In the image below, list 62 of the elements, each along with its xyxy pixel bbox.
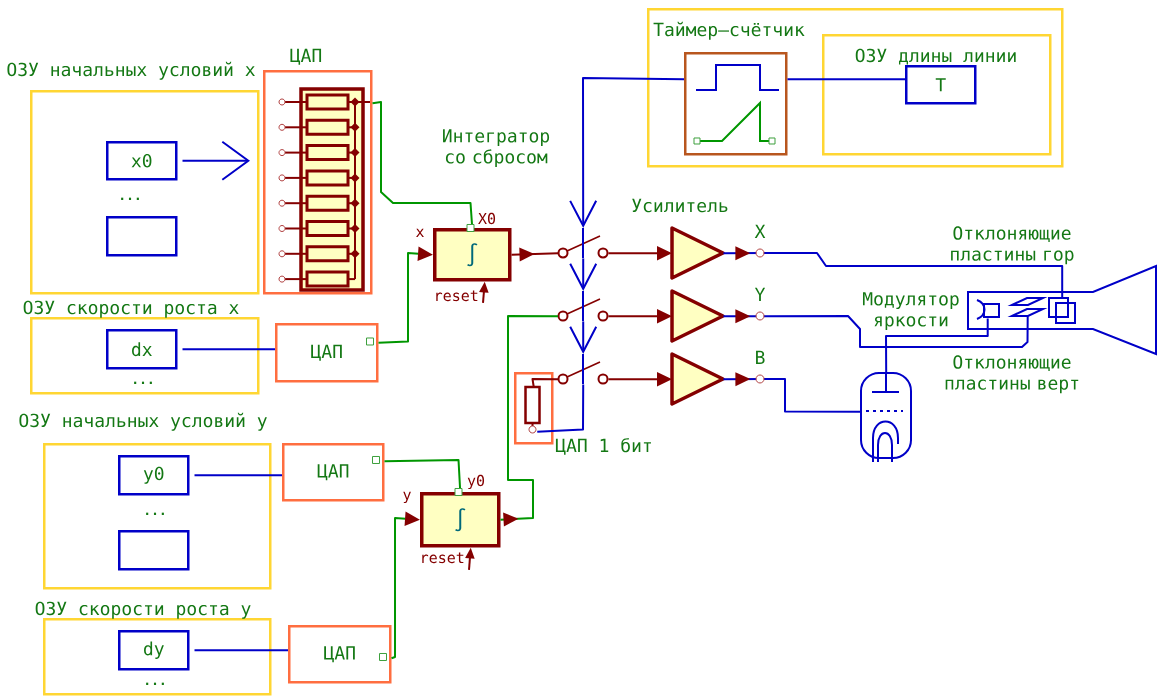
ellipsis: ... — [146, 512, 164, 515]
integrator-block: ∫ — [433, 228, 512, 282]
arrow — [569, 77, 685, 228]
block-title: ОЗУ длины линии — [855, 48, 1016, 65]
signal-label: Y — [754, 287, 766, 301]
memory-cell: dx — [106, 329, 178, 370]
pin-label: reset — [436, 290, 478, 302]
pin-label: reset — [422, 552, 464, 564]
amplifier-triangle — [670, 289, 725, 343]
pin-label: y0 — [467, 474, 485, 490]
pin-label: X0 — [478, 212, 496, 225]
wire — [181, 348, 276, 351]
switch-symbol — [557, 353, 609, 385]
switch-symbol — [557, 290, 609, 322]
memory-cell: T — [905, 65, 977, 105]
wire — [885, 317, 989, 374]
arrow — [510, 247, 559, 262]
block-title: ОЗУ скорости роста x — [23, 300, 239, 318]
wire — [193, 649, 289, 652]
dac-block: ЦАП — [275, 323, 379, 383]
signal-label: X — [754, 224, 766, 238]
wire — [786, 78, 906, 81]
dac-block: ЦАП — [282, 443, 385, 502]
wire — [371, 101, 473, 226]
wire — [536, 383, 585, 433]
amplifier-triangle — [670, 352, 725, 406]
ellipsis: ... — [121, 197, 139, 200]
arrow — [722, 309, 1029, 348]
wire — [193, 474, 283, 477]
ellipsis: ... — [134, 381, 152, 384]
memory-cell: dy — [118, 630, 190, 671]
integrator-block: ∫ — [420, 492, 501, 548]
memory-cell — [106, 216, 178, 257]
arrow — [722, 246, 1064, 299]
modulator-electrode — [976, 299, 1000, 320]
switch-symbol — [557, 227, 609, 259]
memory-cell: y0 — [118, 455, 190, 496]
block-title: ЦАП — [290, 48, 322, 65]
wire — [383, 459, 462, 490]
block-title: ЦАП 1 бит — [555, 438, 651, 455]
ellipsis: ... — [146, 682, 164, 685]
part-label: Интегратор со сбросом — [443, 129, 550, 168]
dac-block: ЦАП — [288, 625, 392, 684]
part-label: Усилитель — [632, 198, 728, 213]
deflection-plates — [1048, 297, 1076, 324]
amplifier-triangle — [670, 226, 725, 280]
signal-label: B — [756, 350, 765, 364]
arrow — [499, 315, 559, 527]
pin-label: x — [416, 228, 424, 237]
arrow — [722, 372, 862, 413]
vacuum-tube — [860, 372, 912, 463]
block-title: ОЗУ скорости роста y — [35, 601, 251, 619]
pin-label: y — [403, 491, 411, 504]
memory-cell — [118, 530, 190, 571]
part-label: Модулятор яркости — [863, 292, 959, 331]
block-title: Таймер—счётчик — [653, 21, 805, 40]
wire — [531, 378, 559, 388]
block-title: ОЗУ начальных условий y — [19, 412, 267, 431]
memory-cell: x0 — [106, 141, 178, 181]
part-label: Отклоняющие пластины гор — [951, 226, 1074, 265]
block-title: ОЗУ начальных условий x — [7, 61, 255, 80]
part-label: Отклоняющие пластины верт — [945, 355, 1079, 394]
